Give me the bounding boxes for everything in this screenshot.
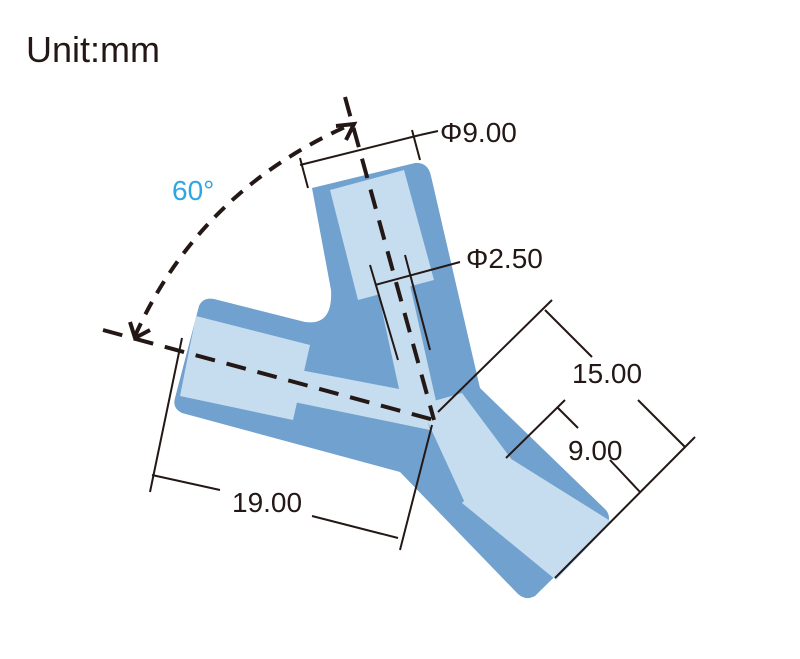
- right-channel: [420, 393, 512, 503]
- outer-diameter-label: Φ9.00: [440, 117, 517, 148]
- dimension-lines: [149, 129, 696, 579]
- unit-label: Unit:mm: [26, 29, 160, 70]
- right-bore: [462, 457, 612, 580]
- center-lines: [102, 96, 436, 422]
- thread-length-label: 9.00: [568, 435, 623, 466]
- inner-diameter-label: Φ2.50: [466, 243, 543, 274]
- bore-channels: [180, 170, 612, 580]
- left-length-label: 19.00: [232, 487, 302, 518]
- arm-length-label: 15.00: [572, 358, 642, 389]
- angle-label: 60°: [172, 175, 214, 206]
